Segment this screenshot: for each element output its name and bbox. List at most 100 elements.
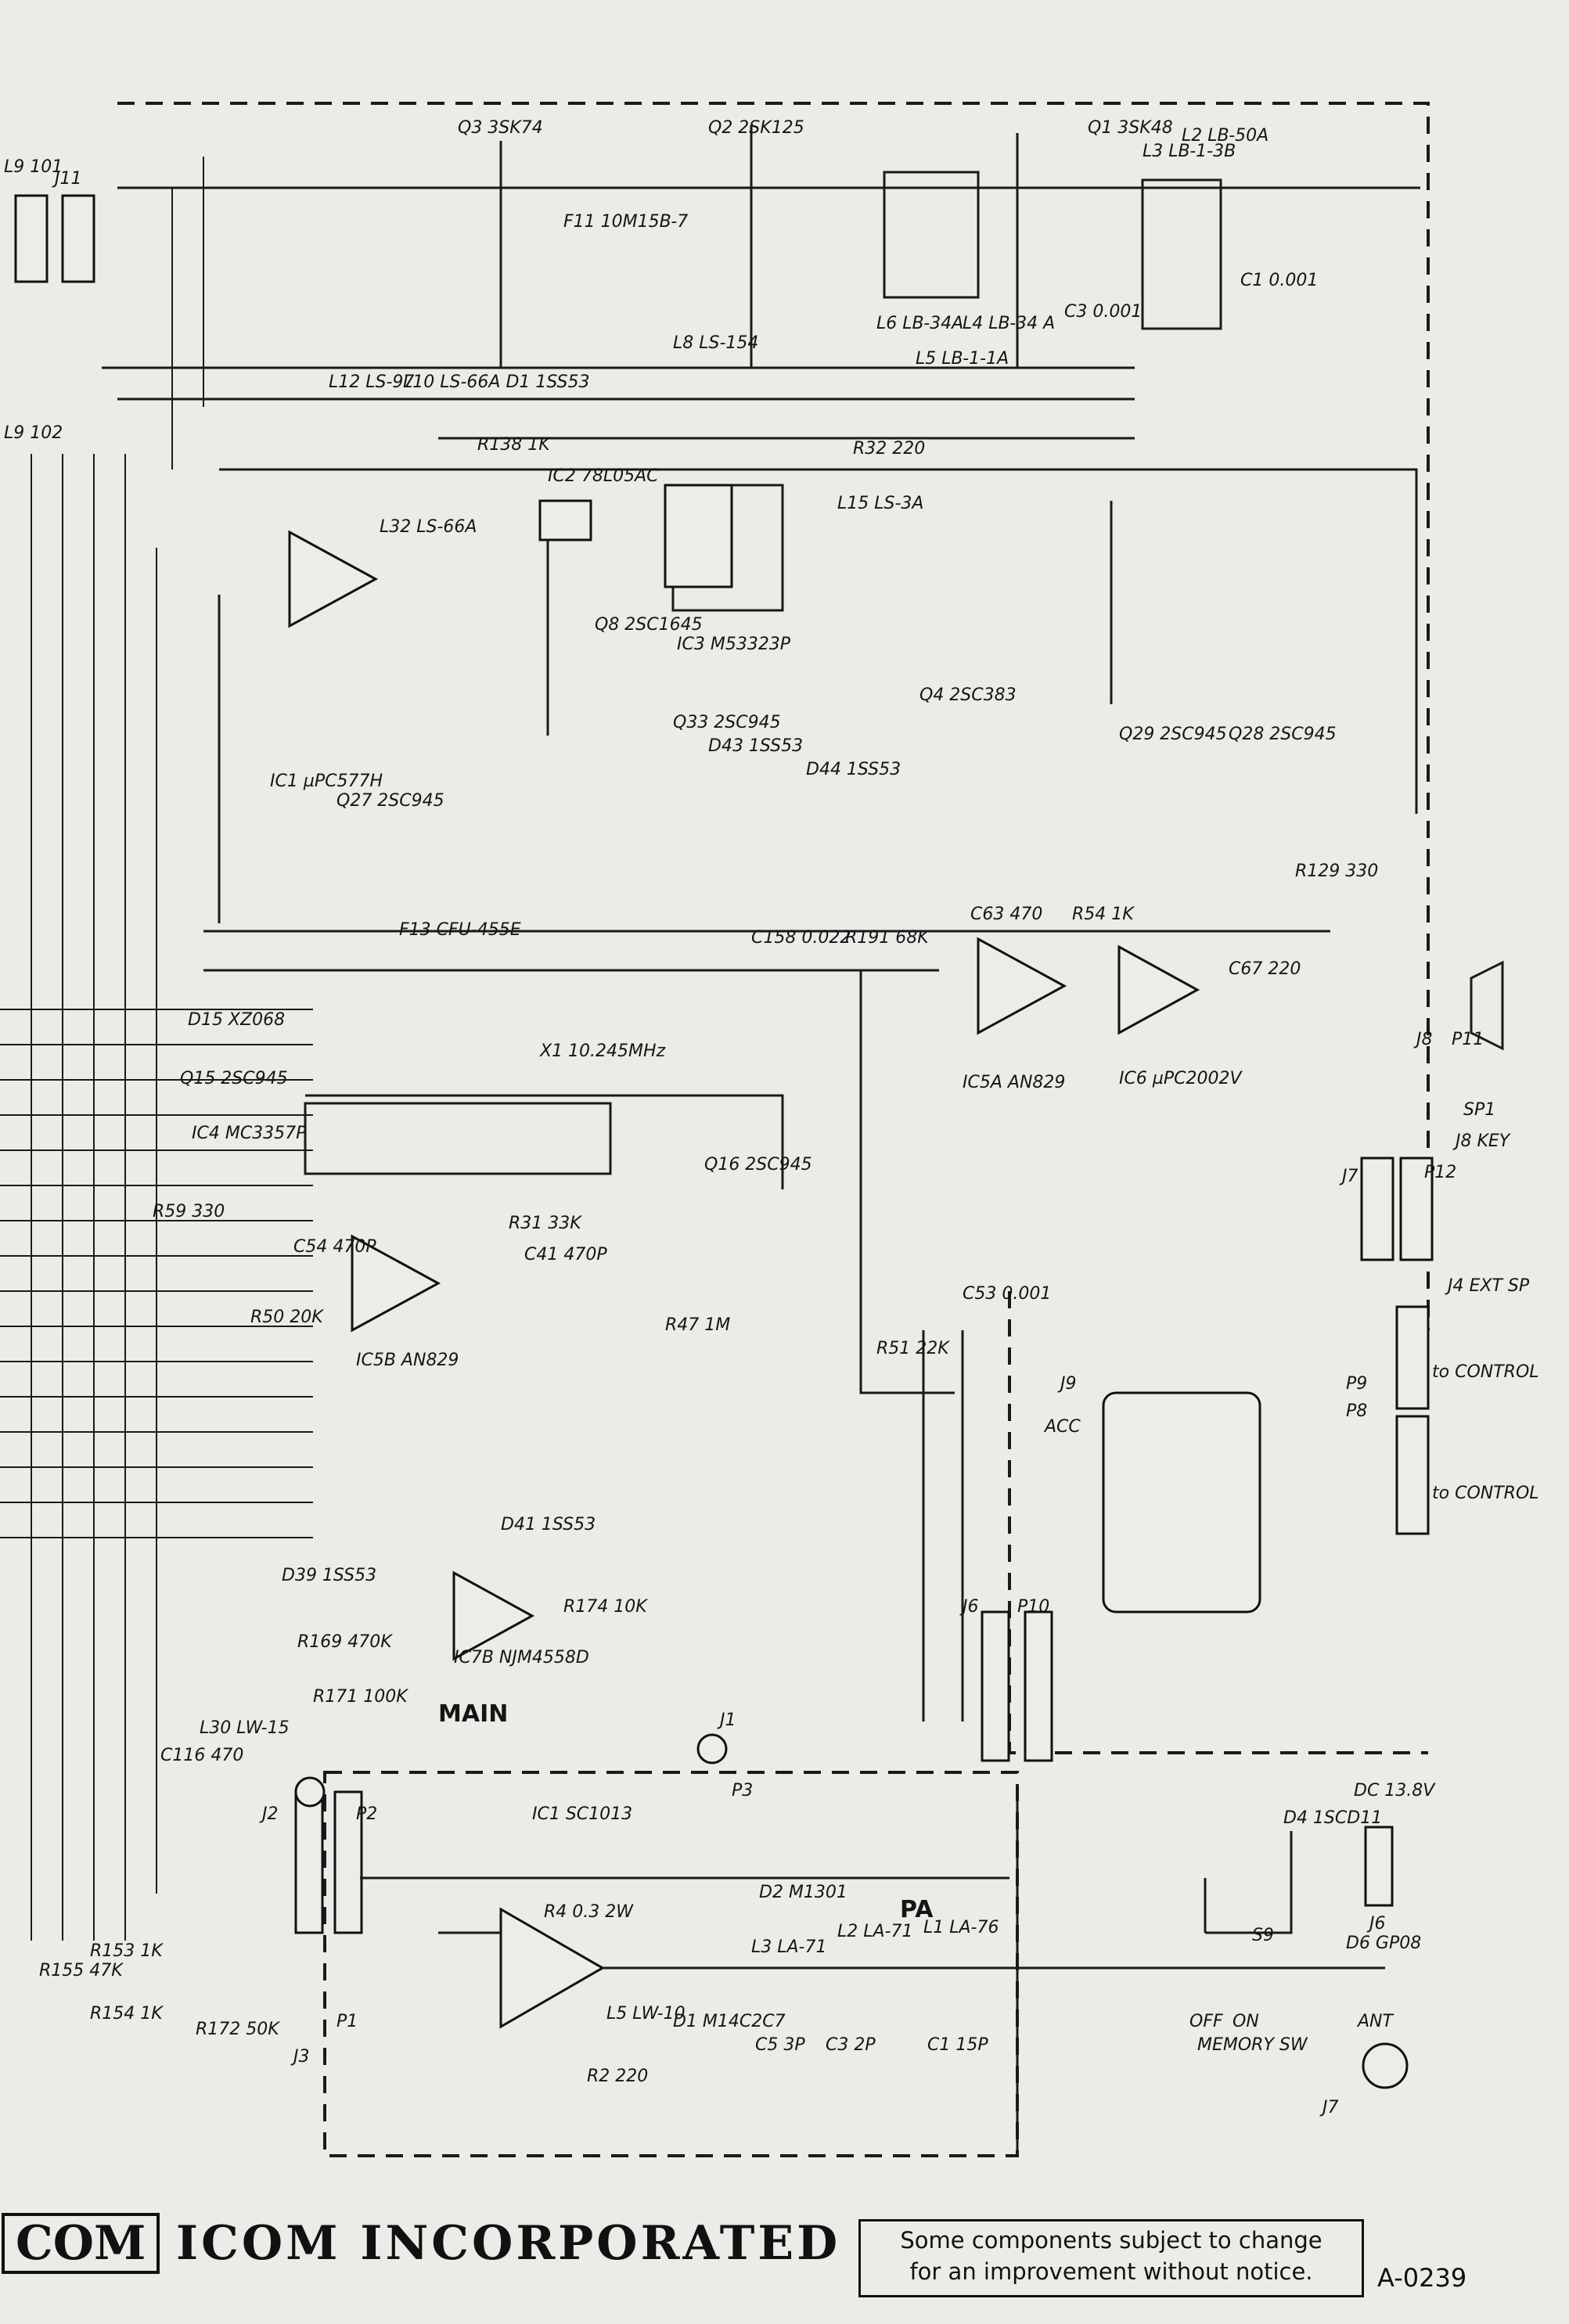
label-q4: Q4 2SC383 [919, 685, 1017, 705]
label-c54: C54 470P [293, 1237, 376, 1257]
label-d15: D15 XZ068 [188, 1010, 285, 1030]
label-j4: J4 EXT SP [1445, 1276, 1530, 1296]
label-sp1: SP1 [1463, 1100, 1495, 1120]
label-c5: C5 3P [755, 2035, 805, 2055]
label-dc-13-8v: DC 13.8V [1354, 1781, 1436, 1801]
label-off: OFF [1189, 2012, 1223, 2031]
label-to-control-1: to CONTROL [1432, 1362, 1539, 1382]
label-q29: Q29 2SC945 [1119, 725, 1227, 744]
label-j8-key: J8 KEY [1452, 1131, 1511, 1151]
label-r191: R191 68K [845, 928, 930, 948]
label-l30: L30 LW-15 [200, 1718, 290, 1738]
label-p3: P3 [732, 1781, 753, 1801]
label-r47: R47 1M [665, 1315, 730, 1335]
label-d43: D43 1SS53 [708, 736, 803, 756]
label-c67: C67 220 [1229, 959, 1301, 979]
label-r171: R171 100K [313, 1687, 408, 1707]
label-on: ON [1233, 2012, 1259, 2031]
label-l1-pa: L1 LA-76 [923, 1918, 999, 1937]
label-q3: Q3 3SK74 [458, 118, 543, 138]
label-r51: R51 22K [876, 1339, 950, 1358]
label-ic3: IC3 M53323P [677, 635, 791, 654]
label-l9-101: L9 101 [4, 157, 63, 177]
label-j7-top: J7 [1339, 1167, 1358, 1186]
label-l4: L4 LB-34 A [963, 314, 1055, 333]
pa-section-wiring [360, 1788, 1385, 2152]
label-l3: L3 LB-1-3B [1143, 142, 1236, 161]
label-l32: L32 LS-66A [380, 517, 477, 537]
company-name: ICOM INCORPORATED [176, 2216, 841, 2271]
label-d6: D6 GP08 [1346, 1934, 1421, 1953]
label-main: MAIN [438, 1700, 508, 1728]
main-board-outline [117, 102, 1430, 1330]
label-l8: L8 LS-154 [673, 333, 758, 353]
label-c41: C41 470P [524, 1245, 607, 1265]
label-x1: X1 10.245MHz [539, 1041, 666, 1061]
label-ic6: IC6 µPC2002V [1119, 1069, 1243, 1088]
label-memory-sw: MEMORY SW [1197, 2035, 1308, 2055]
mid-section-wiring [203, 468, 1418, 1721]
label-l5: L5 LB-1-1A [916, 349, 1009, 369]
label-r169: R169 470K [297, 1632, 393, 1652]
label-j3: J3 [290, 2047, 310, 2067]
label-q1: Q1 3SK48 [1088, 118, 1173, 138]
label-r155: R155 47K [39, 1961, 124, 1980]
document-number: A-0239 [1377, 2263, 1467, 2293]
label-d39: D39 1SS53 [282, 1566, 376, 1585]
label-l12: L12 LS-97 [329, 372, 414, 392]
label-c3: C3 0.001 [1064, 302, 1142, 322]
label-j1: J1 [717, 1711, 736, 1730]
label-ic5a: IC5A AN829 [963, 1073, 1065, 1092]
label-q8: Q8 2SC1645 [595, 615, 703, 635]
label-r129: R129 330 [1295, 862, 1378, 881]
label-l2-pa: L2 LA-71 [837, 1922, 913, 1941]
label-r50: R50 20K [250, 1308, 324, 1327]
company-logo: COM [2, 2213, 160, 2274]
label-p9: P9 [1346, 1374, 1367, 1394]
component-labels: Q3 3SK74 Q2 2SK125 Q1 3SK48 L3 LB-1-3B L… [4, 118, 1539, 2117]
label-l2: L2 LB-50A [1182, 126, 1269, 146]
label-p11: P11 [1452, 1030, 1484, 1049]
label-j2: J2 [259, 1804, 279, 1824]
amplifier-symbols [288, 484, 1200, 2029]
label-ic4: IC4 MC3357P [192, 1124, 307, 1143]
label-d41: D41 1SS53 [501, 1515, 596, 1534]
label-r59: R59 330 [153, 1202, 225, 1221]
revision-notice: Some components subject to change for an… [858, 2219, 1364, 2297]
label-ic7b: IC7B NJM4558D [454, 1648, 589, 1667]
label-s9: S9 [1252, 1926, 1274, 1945]
label-d2: D2 M1301 [759, 1883, 847, 1902]
label-r54: R54 1K [1072, 905, 1135, 924]
label-r153: R153 1K [90, 1941, 164, 1961]
label-p1: P1 [336, 2012, 358, 2031]
label-c53: C53 0.001 [963, 1284, 1051, 1304]
label-j8: J8 [1413, 1030, 1433, 1049]
label-r2: R2 220 [587, 2067, 648, 2086]
connectors [14, 194, 1504, 2089]
label-q16: Q16 2SC945 [704, 1155, 812, 1175]
label-ant: ANT [1356, 2012, 1394, 2031]
label-r31: R31 33K [509, 1214, 582, 1233]
label-q27: Q27 2SC945 [336, 791, 444, 811]
left-bus-lines [0, 156, 313, 1941]
label-r32: R32 220 [853, 439, 925, 459]
label-j11: J11 [52, 169, 81, 189]
label-ic5b: IC5B AN829 [356, 1351, 459, 1370]
label-l5-pa: L5 LW-10 [606, 2004, 686, 2024]
label-pa: PA [900, 1896, 934, 1923]
label-j9: J9 [1057, 1374, 1077, 1394]
label-c63: C63 470 [970, 905, 1042, 924]
label-q33: Q33 2SC945 [673, 713, 781, 732]
label-q2: Q2 2SK125 [708, 118, 804, 138]
label-ic1-sc1013: IC1 SC1013 [532, 1804, 632, 1824]
label-j6-power: J6 [1366, 1914, 1386, 1934]
label-q28: Q28 2SC945 [1229, 725, 1337, 744]
label-f13: F13 CFU-455E [399, 920, 521, 940]
label-j7-ant: J7 [1319, 2098, 1339, 2117]
label-p10: P10 [1017, 1597, 1049, 1617]
label-d1: D1 M14C2C7 [673, 2012, 786, 2031]
label-l6: L6 LB-34A [876, 314, 963, 333]
label-c1-pa: C1 15P [927, 2035, 988, 2055]
label-j6-main: J6 [959, 1597, 979, 1617]
